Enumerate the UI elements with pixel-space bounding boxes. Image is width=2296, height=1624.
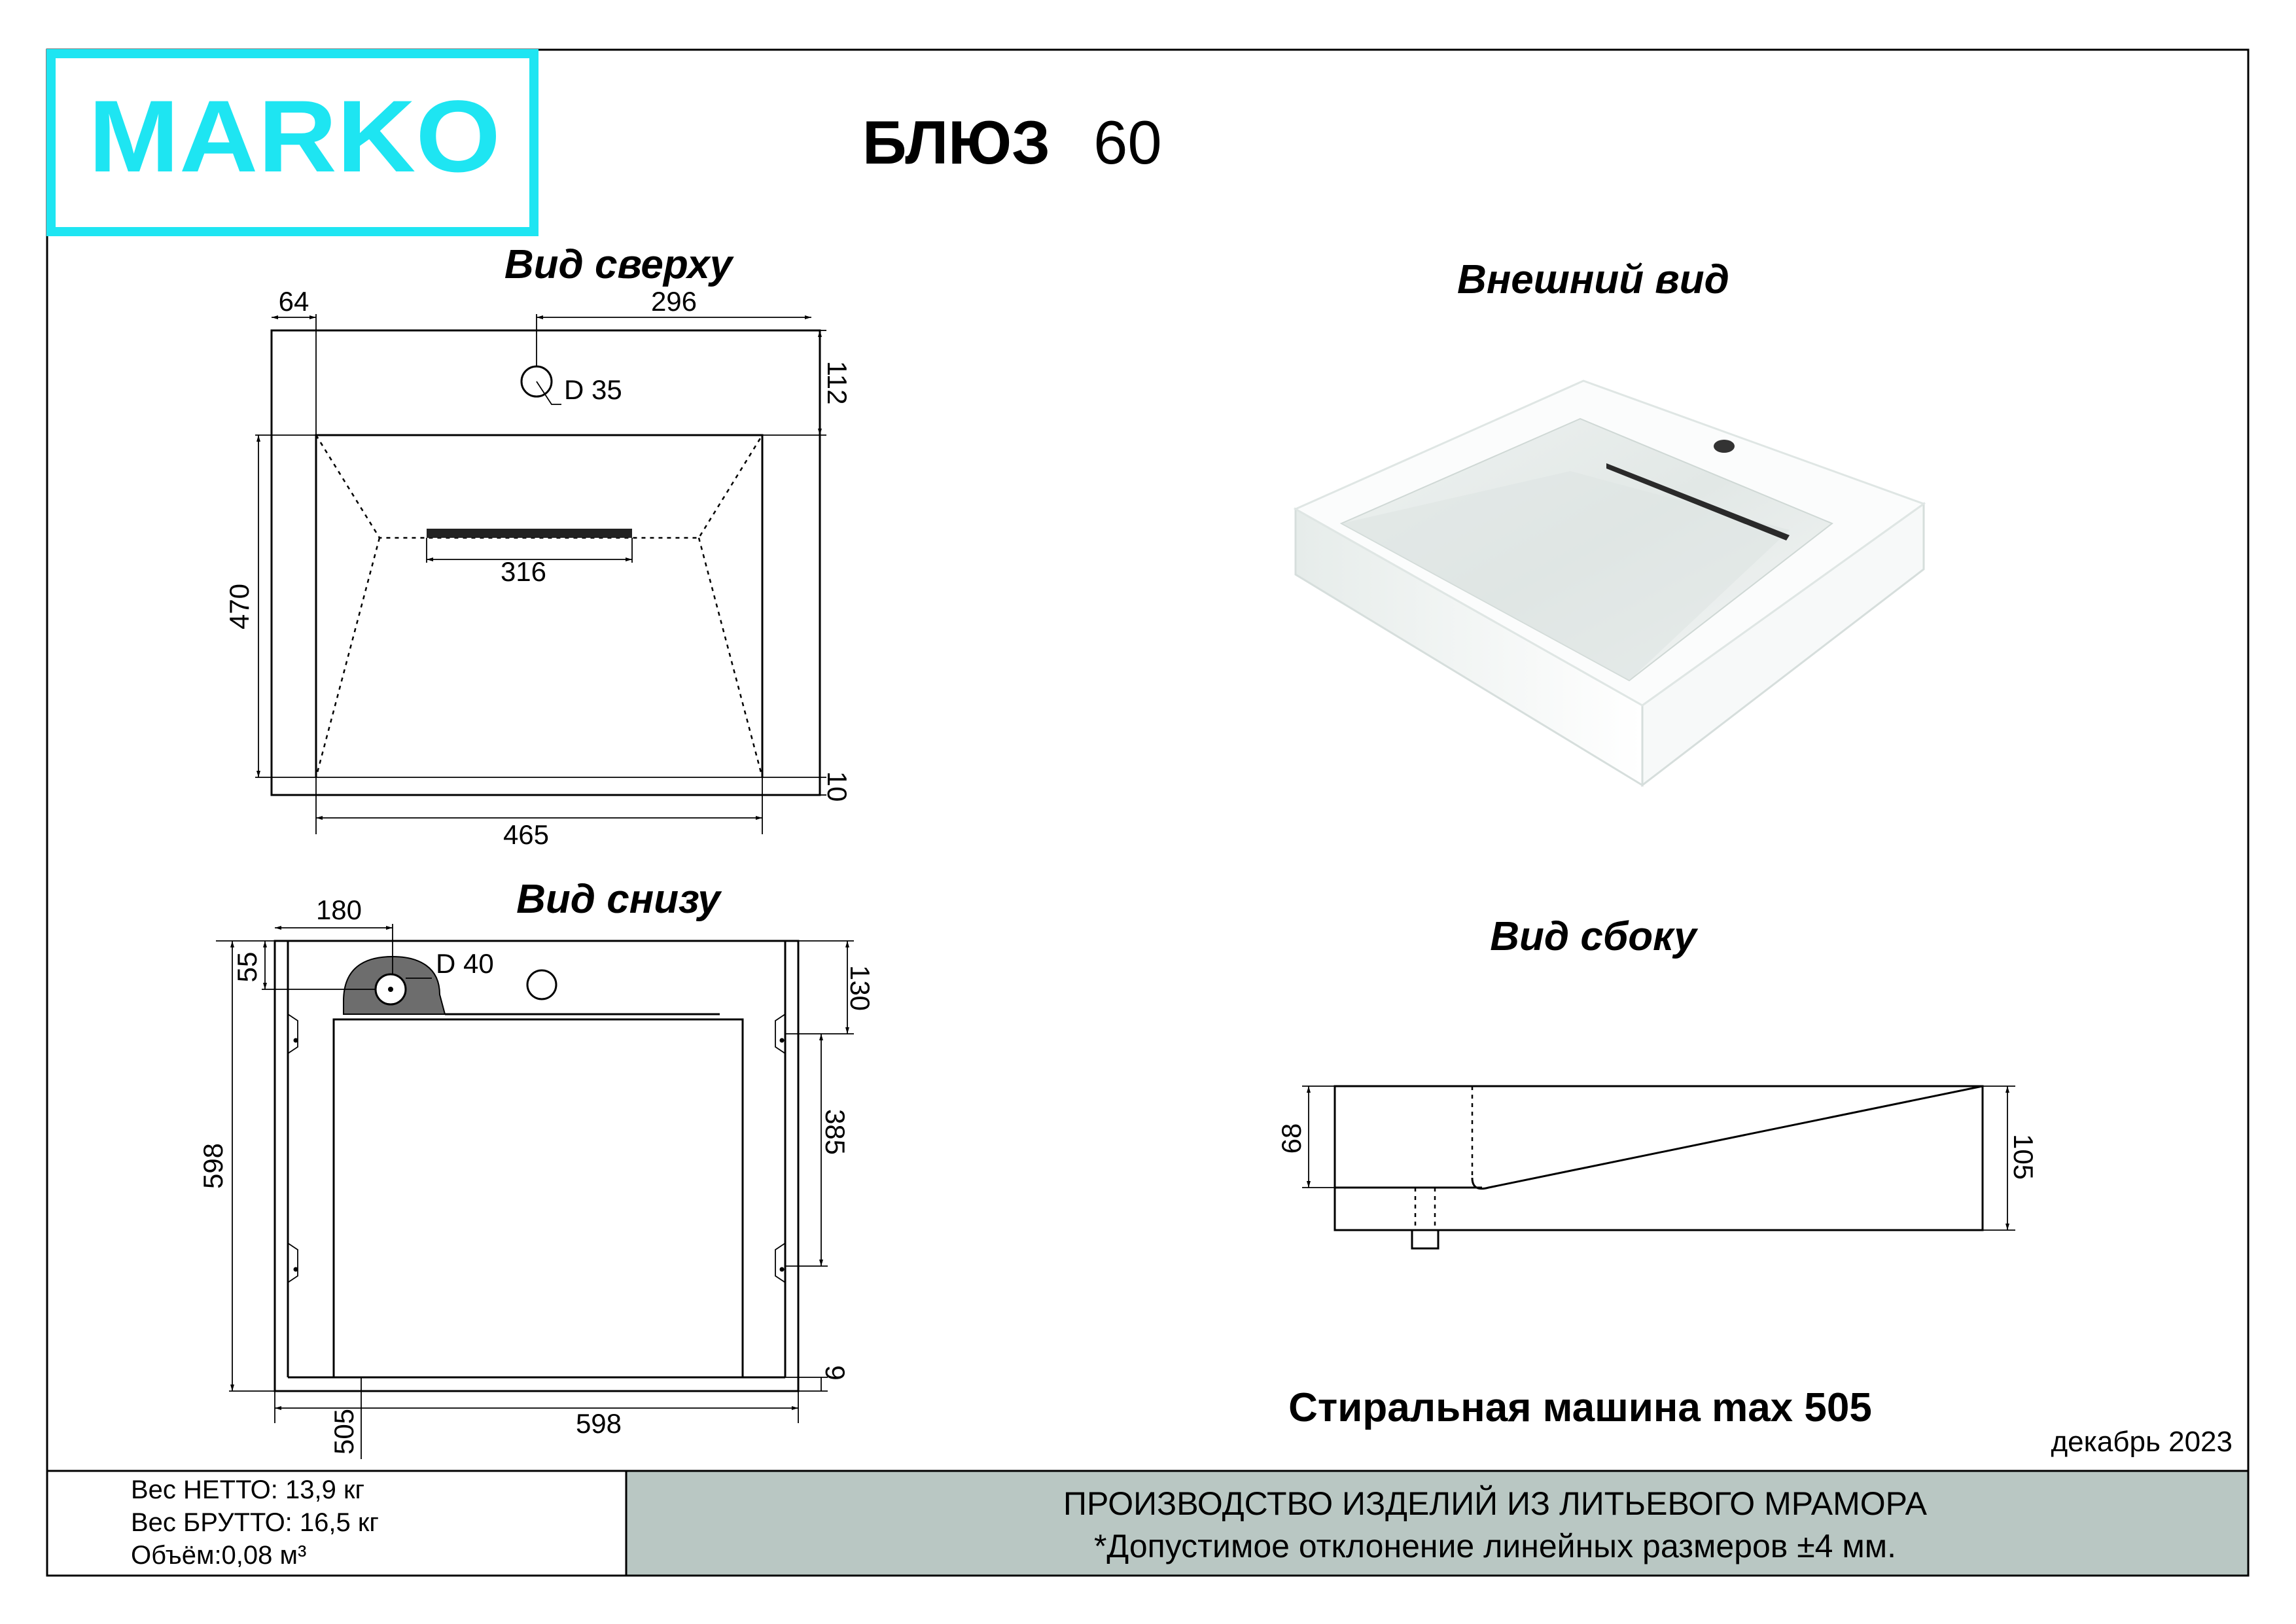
dim-180: 180 bbox=[316, 894, 362, 925]
footer: Вес НЕТТО: 13,9 кг Вес БРУТТО: 16,5 кг О… bbox=[47, 1470, 2250, 1577]
top-slope-lines bbox=[315, 434, 764, 539]
side-view: Вид сбоку 68 105 bbox=[1276, 914, 2039, 1250]
sink-bowl-slope bbox=[1341, 471, 1790, 680]
drain-hole-label: D 40 bbox=[436, 948, 494, 979]
dim-112: 112 bbox=[822, 361, 853, 405]
dim-105: 105 bbox=[2008, 1134, 2039, 1180]
exterior-view: Внешний вид bbox=[1293, 257, 1926, 788]
top-slope-left bbox=[315, 537, 381, 778]
dim-598-height: 598 bbox=[198, 1143, 228, 1189]
bracket-bottom-right bbox=[775, 1243, 786, 1283]
bottom-view-heading: Вид снизу bbox=[516, 877, 722, 922]
sink-tap-hole bbox=[1714, 440, 1735, 453]
side-drain-outlet bbox=[1411, 1229, 1439, 1250]
tolerance-line: *Допустимое отклонение линейных размеров… bbox=[1094, 1528, 1896, 1564]
bracket-top-right bbox=[775, 1014, 786, 1054]
dim-598-width: 598 bbox=[576, 1408, 622, 1439]
side-slope bbox=[1471, 1085, 1983, 1190]
overflow-hole bbox=[526, 969, 557, 1000]
bottom-outline bbox=[274, 940, 800, 1392]
weight-gross: Вес БРУТТО: 16,5 кг bbox=[131, 1508, 379, 1537]
overflow-slot bbox=[427, 529, 632, 538]
dim-9: 9 bbox=[820, 1365, 851, 1380]
side-outline bbox=[1333, 1085, 1984, 1231]
drawing-date: декабрь 2023 bbox=[2051, 1426, 2233, 1458]
tap-hole-leader bbox=[536, 381, 561, 405]
bottom-view: Вид снизу D 40 180 bbox=[198, 877, 875, 1459]
logo-frame bbox=[46, 49, 539, 236]
production-line: ПРОИЗВОДСТВО ИЗДЕЛИЙ ИЗ ЛИТЬЕВОГО МРАМОР… bbox=[1063, 1485, 1928, 1522]
dim-465: 465 bbox=[503, 819, 549, 850]
product-name: БЛЮЗ bbox=[862, 108, 1050, 177]
dim-55: 55 bbox=[232, 952, 262, 983]
sink-overflow-slot bbox=[1606, 463, 1790, 540]
footer-panel bbox=[625, 1470, 2250, 1577]
brand-logo: MARKO bbox=[46, 49, 539, 236]
sink-render bbox=[1293, 380, 1926, 788]
washer-note: Стиральная машина max 505 bbox=[1288, 1385, 1872, 1430]
bracket-bottom-left bbox=[287, 1243, 298, 1283]
dim-64: 64 bbox=[279, 286, 309, 317]
drain-center bbox=[388, 987, 393, 992]
sheet-border bbox=[46, 48, 2250, 1577]
top-view-heading: Вид сверху bbox=[504, 242, 735, 287]
dim-316: 316 bbox=[501, 556, 546, 587]
tap-hole-label: D 35 bbox=[564, 374, 622, 405]
volume: Объём:0,08 м³ bbox=[131, 1541, 306, 1570]
dim-10: 10 bbox=[822, 771, 853, 802]
exterior-view-heading: Внешний вид bbox=[1457, 257, 1729, 302]
side-view-heading: Вид сбоку bbox=[1490, 914, 1699, 959]
top-bowl-outline bbox=[315, 434, 764, 777]
dim-505: 505 bbox=[328, 1409, 359, 1455]
bracket-top-left bbox=[287, 1014, 298, 1054]
washer-recess bbox=[332, 1018, 744, 1379]
weight-net: Вес НЕТТО: 13,9 кг bbox=[131, 1475, 364, 1504]
dim-296: 296 bbox=[651, 286, 697, 317]
dim-385: 385 bbox=[820, 1109, 851, 1155]
top-outline bbox=[270, 329, 821, 796]
top-slope-right bbox=[698, 537, 764, 778]
product-title: БЛЮЗ 60 bbox=[862, 108, 1162, 177]
logo-text: MARKO bbox=[88, 80, 501, 194]
dim-68: 68 bbox=[1276, 1123, 1307, 1154]
dim-470: 470 bbox=[224, 584, 255, 629]
mounting-brackets bbox=[287, 1014, 786, 1283]
top-view: Вид сверху D 35 64 296 112 316 bbox=[224, 242, 853, 850]
product-size: 60 bbox=[1093, 108, 1162, 177]
dim-130: 130 bbox=[845, 965, 875, 1011]
